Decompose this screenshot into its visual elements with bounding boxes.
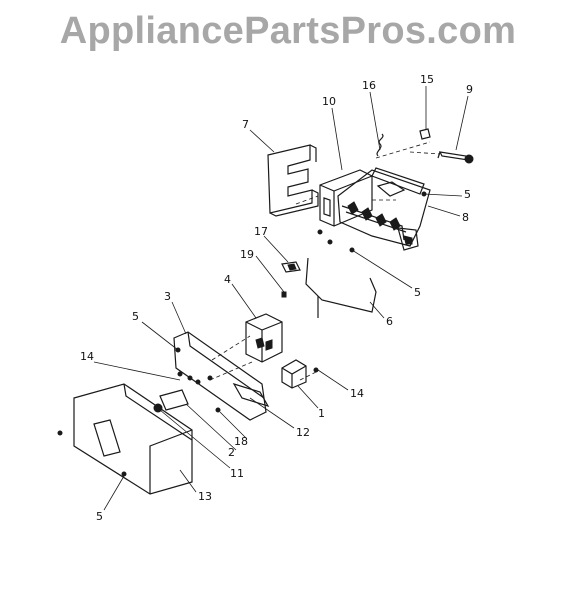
watermark-logo: AppliancePartsPros.com — [59, 10, 517, 52]
callout-5: 5 — [414, 286, 421, 299]
callout-14: 14 — [80, 350, 94, 363]
callout-11: 11 — [230, 467, 244, 480]
callout-16: 16 — [362, 79, 376, 92]
callout-5: 5 — [96, 510, 103, 523]
assembly-guide-lines — [209, 141, 441, 381]
callout-14: 14 — [350, 387, 364, 400]
callout-12: 12 — [296, 426, 310, 439]
part-19-screw — [281, 291, 287, 298]
callout-3: 3 — [164, 290, 171, 303]
part-7-shield — [267, 144, 319, 217]
callout-8: 8 — [462, 211, 469, 224]
part-9-shutoff-arm — [437, 151, 474, 164]
callout-5: 5 — [464, 188, 471, 201]
callout-9: 9 — [466, 83, 473, 96]
part-3-mounting-plate — [173, 331, 267, 421]
part-15-clip — [419, 128, 431, 140]
part-6-feeler-arm — [305, 257, 377, 318]
part-4-motor — [245, 313, 283, 363]
callout-17: 17 — [254, 225, 268, 238]
callout-15: 15 — [420, 73, 434, 86]
part-17-bracket — [281, 261, 301, 273]
callout-1: 1 — [318, 407, 325, 420]
part-1-switch — [281, 359, 307, 389]
leader-lines — [93, 86, 469, 511]
part-10-mold-housing — [319, 169, 373, 227]
callout-19: 19 — [240, 248, 254, 261]
callout-2: 2 — [228, 446, 235, 459]
part-12-plate — [232, 382, 270, 408]
part-16-spring — [376, 133, 384, 157]
part-8-ice-tray-assembly — [337, 167, 431, 251]
callout-6: 6 — [386, 315, 393, 328]
part-2-bracket — [159, 389, 189, 411]
callout-18: 18 — [234, 435, 248, 448]
part-13-front-cover — [73, 383, 193, 495]
callout-labels: 16 15 9 10 7 5 8 17 19 5 4 3 6 5 14 14 1… — [80, 73, 473, 523]
callout-13: 13 — [198, 490, 212, 503]
callout-10: 10 — [322, 95, 336, 108]
fasteners — [57, 191, 427, 477]
callout-7: 7 — [242, 118, 249, 131]
callout-4: 4 — [224, 273, 231, 286]
callout-5: 5 — [132, 310, 139, 323]
